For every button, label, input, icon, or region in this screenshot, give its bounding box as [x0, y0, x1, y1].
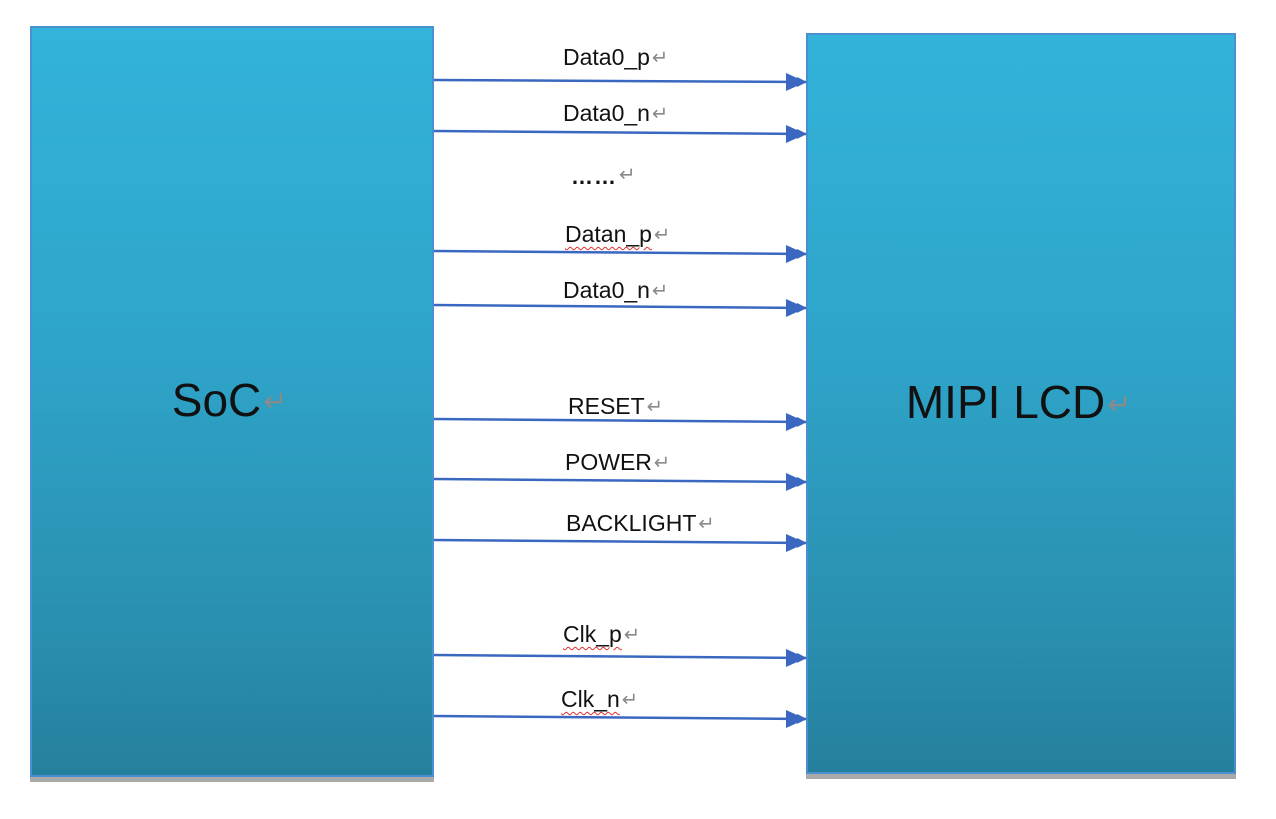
- arrowhead-icon: [786, 649, 806, 667]
- paragraph-mark-icon: ↵: [619, 164, 637, 186]
- signal-label: RESET↵: [568, 395, 663, 418]
- arrowhead-icon: [786, 73, 806, 91]
- soc-label-text: SoC: [171, 373, 262, 426]
- soc-label: SoC↵: [172, 373, 287, 427]
- signal-label-text: Clk_n: [561, 686, 620, 712]
- signal-arrow: [433, 416, 807, 427]
- signal-label-text: Data0_n: [563, 100, 650, 126]
- paragraph-mark-icon: ↵: [653, 224, 671, 247]
- paragraph-mark-icon: ↵: [621, 689, 639, 712]
- signal-label-text: Data0_n: [563, 277, 650, 303]
- arrowhead-icon: [786, 473, 806, 491]
- signal-label-text: BACKLIGHT: [566, 510, 697, 536]
- signal-label: Data0_p↵: [563, 46, 668, 69]
- mipi-lcd-block: MIPI LCD↵: [806, 33, 1236, 774]
- signal-arrow: [433, 76, 807, 87]
- arrowhead-icon: [786, 299, 806, 317]
- signal-label: Data0_n↵: [563, 102, 668, 125]
- signal-label: Data0_n↵: [563, 279, 668, 302]
- signal-arrow: [433, 537, 807, 548]
- paragraph-mark-icon: ↵: [698, 513, 715, 536]
- signal-arrow: [433, 248, 807, 259]
- arrowhead-icon: [786, 534, 806, 552]
- signal-arrow: [433, 476, 807, 487]
- signal-label: Clk_p↵: [563, 623, 640, 646]
- arrowhead-icon: [786, 125, 806, 143]
- soc-block-shadow: [30, 777, 434, 782]
- signal-label-text: Datan_p: [565, 221, 652, 247]
- signal-label-text: Clk_p: [563, 621, 622, 647]
- paragraph-mark-icon: ↵: [646, 396, 664, 419]
- paragraph-mark-icon: ↵: [653, 452, 671, 475]
- signal-label: BACKLIGHT↵: [566, 512, 715, 535]
- paragraph-mark-icon: ↵: [651, 280, 669, 303]
- mipi-lcd-label: MIPI LCD↵: [906, 375, 1131, 429]
- mipi-lcd-label-text: MIPI LCD: [905, 376, 1106, 428]
- signal-arrow: [433, 652, 807, 663]
- signal-arrow: [433, 713, 807, 724]
- signal-label: POWER↵: [565, 451, 670, 474]
- signal-arrow: [433, 302, 807, 313]
- signal-arrow: [433, 128, 807, 139]
- paragraph-mark-icon: ↵: [651, 103, 669, 126]
- signal-label-text: RESET: [568, 393, 645, 419]
- paragraph-mark-icon: ↵: [1107, 388, 1132, 421]
- paragraph-mark-icon: ↵: [623, 624, 641, 647]
- signal-label-text: Data0_p: [563, 44, 650, 70]
- soc-block: SoC↵: [30, 26, 434, 777]
- ellipsis-text: ……: [571, 163, 617, 189]
- signal-label-text: POWER: [565, 449, 652, 475]
- paragraph-mark-icon: ↵: [263, 386, 288, 419]
- more-data-lanes-ellipsis: ……↵: [571, 163, 637, 190]
- arrowhead-icon: [786, 245, 806, 263]
- arrowhead-icon: [786, 413, 806, 431]
- lcd-block-shadow: [806, 774, 1236, 779]
- paragraph-mark-icon: ↵: [651, 47, 669, 70]
- arrowhead-icon: [786, 710, 806, 728]
- signal-label: Clk_n↵: [561, 688, 638, 711]
- signal-label: Datan_p↵: [565, 223, 670, 246]
